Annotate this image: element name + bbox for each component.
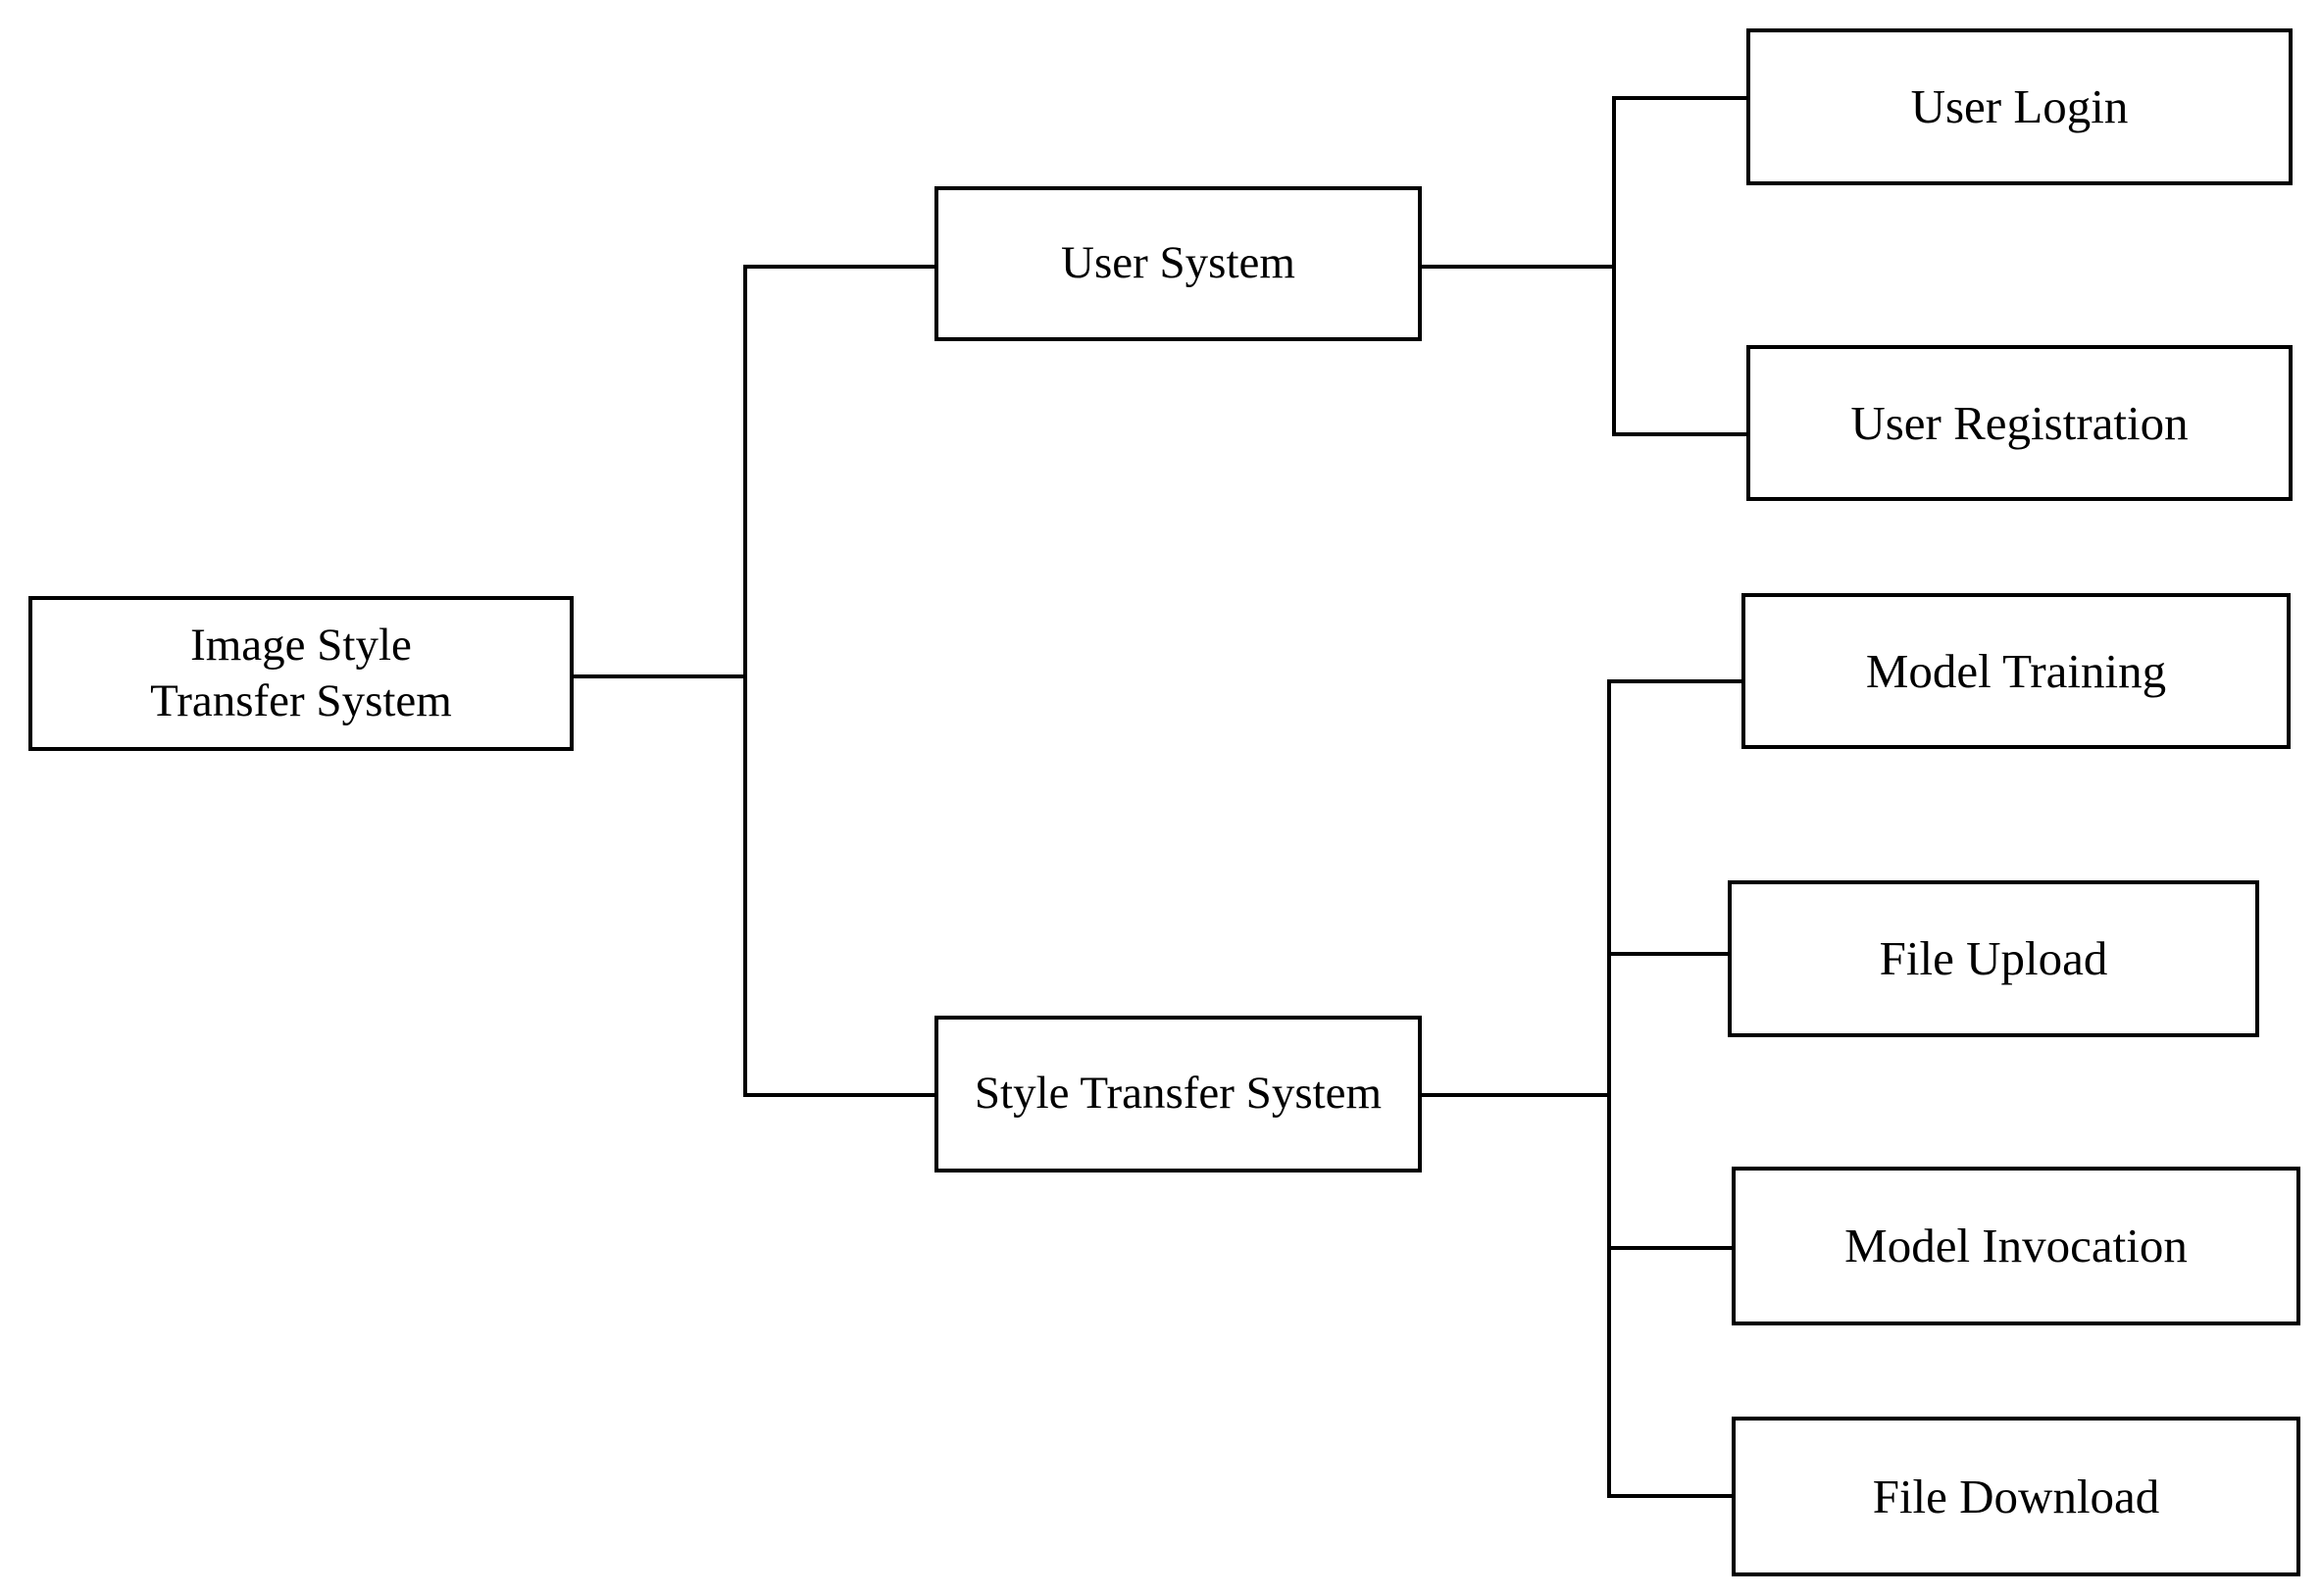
edge-trunk-to-style-transfer-system: [743, 1093, 936, 1097]
edge-trunk-style-transfer-children: [1607, 679, 1611, 1498]
node-user-login[interactable]: User Login: [1746, 28, 2293, 185]
node-model-invocation[interactable]: Model Invocation: [1732, 1167, 2300, 1325]
node-user-system[interactable]: User System: [934, 186, 1422, 341]
edge-trunk-user-system-children: [1612, 96, 1616, 436]
node-root-image-style-transfer-system[interactable]: Image Style Transfer System: [28, 596, 574, 751]
node-model-training[interactable]: Model Training: [1741, 593, 2291, 749]
edge-root-to-trunk: [572, 674, 747, 678]
edge-user-system-stub: [1420, 265, 1614, 269]
edge-style-transfer-to-model-invocation: [1607, 1246, 1735, 1250]
edge-style-transfer-to-file-download: [1607, 1494, 1735, 1498]
edge-trunk-to-user-system: [743, 265, 936, 269]
node-style-transfer-system[interactable]: Style Transfer System: [934, 1016, 1422, 1172]
node-user-registration[interactable]: User Registration: [1746, 345, 2293, 501]
edge-style-transfer-to-file-upload: [1607, 952, 1731, 956]
node-file-upload[interactable]: File Upload: [1728, 880, 2259, 1037]
edge-trunk-level2: [743, 265, 747, 1097]
edge-user-system-to-user-registration: [1612, 432, 1749, 436]
node-file-download[interactable]: File Download: [1732, 1417, 2300, 1576]
edge-user-system-to-user-login: [1612, 96, 1749, 100]
edge-style-transfer-to-model-training: [1607, 679, 1744, 683]
edge-style-transfer-system-stub: [1420, 1093, 1611, 1097]
